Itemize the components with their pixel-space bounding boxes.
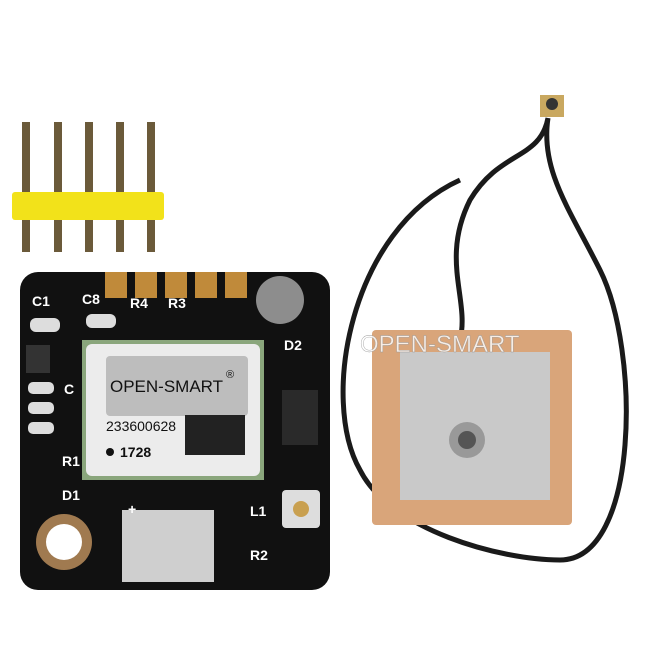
registered-mark: ® <box>226 369 234 381</box>
ic-chip <box>282 390 318 445</box>
label-r4: R4 <box>130 295 148 311</box>
module-brand: OPEN-SMART <box>110 377 223 396</box>
module-date-code: 1728 <box>120 444 151 460</box>
label-d1: D1 <box>62 487 80 503</box>
gps-module-board: OPEN-SMART ® 233600628 1728 C1 C8 R4 R3 … <box>20 272 330 590</box>
label-c1: C1 <box>32 293 50 309</box>
label-r2: R2 <box>250 547 268 563</box>
label-l1: L1 <box>250 503 267 519</box>
micro-usb-port <box>122 510 214 582</box>
ufl-connector <box>540 95 564 117</box>
label-d2: D2 <box>284 337 302 353</box>
antenna-cable <box>340 117 629 563</box>
label-r3: R3 <box>168 295 186 311</box>
label-c: C <box>64 381 74 397</box>
label-plus: + <box>128 501 136 517</box>
pin-header <box>12 122 164 252</box>
qr-code <box>185 415 245 455</box>
label-r1: R1 <box>62 453 80 469</box>
module-serial: 233600628 <box>106 418 176 434</box>
watermark: OPEN-SMART <box>360 331 520 358</box>
label-c8: C8 <box>82 291 100 307</box>
gps-patch-antenna <box>372 330 572 525</box>
